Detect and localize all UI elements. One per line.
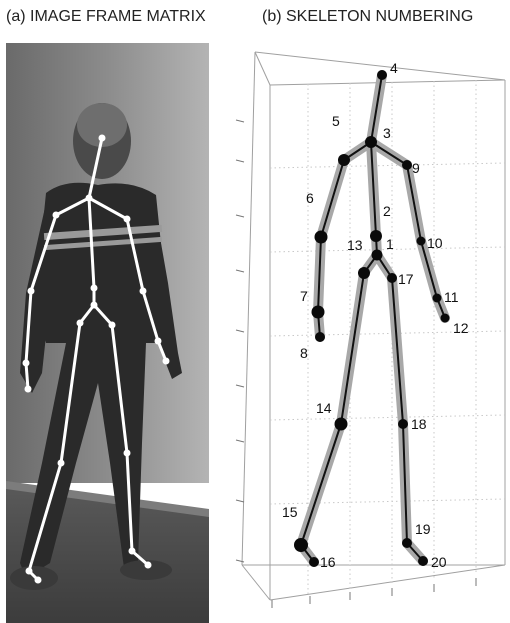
joint-17	[387, 273, 397, 283]
joint-8	[315, 332, 325, 342]
joint-label-3: 3	[383, 125, 391, 141]
axis-ticks	[236, 120, 476, 608]
joint-label-15: 15	[282, 504, 298, 520]
joint-label-4: 4	[390, 60, 398, 76]
joint-6	[315, 231, 328, 244]
joint-label-17: 17	[398, 271, 414, 287]
joint-label-13: 13	[347, 237, 363, 253]
joint-3	[365, 136, 377, 148]
skeleton-bones-gray	[301, 75, 445, 562]
joint-label-11: 11	[444, 289, 459, 305]
joint-15	[294, 538, 308, 552]
joint-11	[433, 294, 442, 303]
joint-19	[402, 538, 412, 548]
joint-label-20: 20	[431, 554, 447, 570]
joint-2	[370, 230, 382, 242]
joint-label-10: 10	[427, 235, 443, 251]
joint-label-18: 18	[411, 416, 427, 432]
joint-label-16: 16	[320, 554, 336, 570]
joint-label-19: 19	[415, 521, 431, 537]
skeleton-numbering-plot: 1 2 3 4 5 6 7 8 9 10 11 12 13 14 15 16 1…	[228, 30, 510, 623]
joint-label-8: 8	[300, 345, 308, 361]
image-frame-photo	[6, 43, 209, 623]
joint-18	[398, 419, 408, 429]
joint-14	[335, 418, 348, 431]
joint-20	[418, 556, 428, 566]
joint-10	[417, 237, 426, 246]
joint-label-2: 2	[383, 203, 391, 219]
joint-12	[441, 314, 450, 323]
joint-label-14: 14	[316, 400, 332, 416]
joint-13	[358, 267, 370, 279]
joint-label-7: 7	[300, 288, 308, 304]
joint-label-9: 9	[412, 160, 420, 176]
joint-9	[402, 160, 412, 170]
joint-1	[372, 250, 383, 261]
joint-label-5: 5	[332, 113, 340, 129]
joint-label-6: 6	[306, 190, 314, 206]
joint-5	[338, 154, 350, 166]
joint-16	[309, 557, 319, 567]
joint-7	[312, 306, 325, 319]
joint-4	[377, 70, 387, 80]
joint-label-1: 1	[386, 236, 394, 252]
joint-label-12: 12	[453, 320, 469, 336]
panel-b-title: (b) SKELETON NUMBERING	[262, 8, 473, 26]
panel-a-title: (a) IMAGE FRAME MATRIX	[6, 8, 206, 26]
